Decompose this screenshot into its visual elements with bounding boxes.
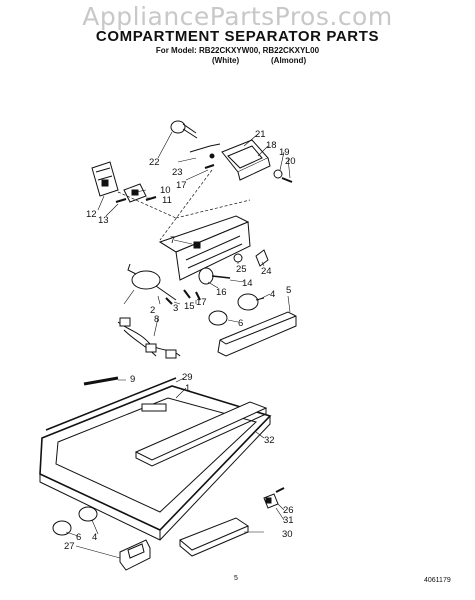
- label-10: 10: [160, 185, 171, 196]
- label-6: 6: [238, 318, 243, 329]
- part-20-screw: [281, 177, 293, 183]
- label-3: 3: [173, 303, 178, 314]
- part-23-wire: [189, 143, 221, 159]
- label-12: 12: [86, 209, 97, 220]
- label-15: 15: [184, 301, 195, 312]
- watermark: AppliancePartsPros.com: [82, 2, 393, 31]
- part-21-light-housing: [221, 139, 271, 181]
- label-20: 20: [285, 156, 296, 167]
- part-16-knob: [198, 267, 214, 285]
- part-24-clip: [255, 249, 269, 267]
- part-31-clip: [263, 493, 279, 509]
- part-9-strip: [83, 376, 119, 386]
- label-14: 14: [242, 278, 253, 289]
- label-9: 9: [130, 374, 135, 385]
- label-19: 19: [279, 147, 290, 158]
- part-4-lamp-lower: [78, 506, 98, 522]
- label-18: 18: [266, 140, 277, 151]
- label-13: 13: [98, 215, 109, 226]
- page-title: COMPARTMENT SEPARATOR PARTS: [95, 28, 380, 45]
- label-24: 24: [261, 266, 272, 277]
- label-27: 27: [64, 541, 75, 552]
- label-17-lower: 17: [196, 297, 207, 308]
- label-5: 5: [286, 285, 291, 296]
- part-12-bracket: [91, 161, 119, 197]
- part-8-harness: [117, 317, 181, 359]
- label-2: 2: [150, 305, 155, 316]
- label-25: 25: [236, 264, 247, 275]
- part-15-screw: [183, 289, 191, 299]
- part-13-screw: [115, 198, 127, 203]
- part-17-screw-lower: [195, 291, 201, 301]
- part-25-knob: [233, 253, 243, 263]
- part-3-screw: [165, 297, 173, 305]
- part-26-screw: [275, 487, 285, 493]
- label-4: 4: [270, 289, 275, 300]
- label-26: 26: [283, 505, 294, 516]
- label-23: 23: [172, 167, 183, 178]
- label-21: 21: [255, 129, 266, 140]
- label-30: 30: [282, 529, 293, 540]
- part-29-gasket: [45, 377, 177, 431]
- part-22-bulb: [170, 120, 198, 139]
- part-7-control-housing: [158, 215, 251, 281]
- part-32-channel: [134, 401, 268, 467]
- part-4-lamp: [237, 293, 265, 311]
- variant-almond: (Almond): [271, 56, 307, 65]
- part-2-thermostat: [127, 263, 177, 301]
- label-22: 22: [149, 157, 160, 168]
- label-17: 17: [176, 180, 187, 191]
- part-11-screw: [145, 196, 157, 201]
- label-16: 16: [216, 287, 227, 298]
- label-11: 11: [162, 195, 172, 206]
- document-number: 4061179: [424, 577, 451, 584]
- label-1: 1: [185, 383, 190, 394]
- label-29: 29: [182, 372, 193, 383]
- variant-white: (White): [212, 56, 240, 65]
- label-6-lower: 6: [76, 532, 81, 543]
- page-number: 5: [234, 575, 238, 582]
- part-5-trim: [217, 311, 297, 357]
- part-10-switch: [123, 183, 147, 203]
- label-32: 32: [264, 435, 275, 446]
- model-line: For Model: RB22CKXYW00, RB22CKXYL00: [155, 46, 320, 55]
- label-31: 31: [283, 515, 294, 526]
- label-4-lower: 4: [92, 532, 97, 543]
- part-30-tray: [179, 517, 250, 557]
- part-17-screw: [204, 164, 215, 169]
- part-19-bulb-socket: [273, 169, 283, 179]
- part-14-shaft: [211, 275, 231, 279]
- part-6-lamp-cover-lower: [52, 520, 72, 536]
- label-7: 7: [170, 235, 175, 246]
- part-6-lamp-cover: [208, 310, 228, 326]
- part-27-housing: [119, 539, 151, 571]
- label-8: 8: [154, 314, 159, 325]
